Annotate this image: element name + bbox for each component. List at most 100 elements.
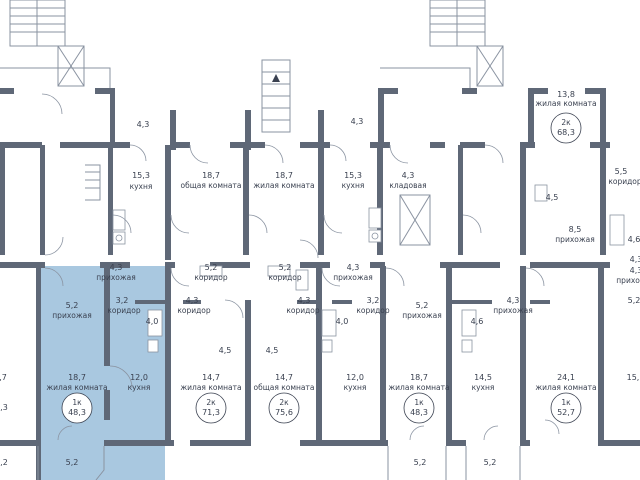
room-area-label: 4,6 xyxy=(628,235,640,244)
room-name-label: коридор xyxy=(608,177,640,186)
room-area-label: 24,1 xyxy=(557,373,575,382)
apartment-total: 48,3 xyxy=(410,408,428,417)
room-area-label: 15,3 xyxy=(132,171,150,180)
room-area-label: 18,7 xyxy=(68,373,86,382)
balcony-area-label: 5,2 xyxy=(414,458,427,467)
balcony-area-label: 5,2 xyxy=(484,458,497,467)
room-area-label: 5,2 xyxy=(66,301,79,310)
balcony-area-label: ,2 xyxy=(0,458,8,467)
apartment-badge[interactable]: 1к 52,7 xyxy=(550,392,582,424)
room-name-label: жилая комната xyxy=(388,383,449,392)
room-name-label: коридор xyxy=(177,306,211,315)
room-name-label: коридор xyxy=(286,306,320,315)
room-name-label: кухня xyxy=(472,383,495,392)
room-area-label: 4,5 xyxy=(219,346,232,355)
room-name-label: прихожая xyxy=(333,273,372,282)
apartment-total: 68,3 xyxy=(557,128,575,137)
room-area-label: 5,2 xyxy=(279,263,292,272)
room-name-label: жилая комната xyxy=(535,383,596,392)
fixtures xyxy=(112,184,625,353)
apartment-type: 2к xyxy=(561,118,571,127)
room-area-label: 18,7 xyxy=(275,171,293,180)
room-area-label: ,7 xyxy=(0,373,7,382)
doors xyxy=(41,93,560,441)
room-area-label: 12,0 xyxy=(130,373,148,382)
room-area-label: 5,5 xyxy=(615,167,628,176)
room-name-label: прихожая xyxy=(52,311,91,320)
room-area-label: 4,3 xyxy=(507,296,520,305)
apartment-total: 52,7 xyxy=(557,408,575,417)
walls xyxy=(0,88,640,480)
room-area-label: 3,2 xyxy=(116,296,129,305)
balcony-area-label: 5,2 xyxy=(66,458,79,467)
room-area-label: 14,7 xyxy=(275,373,293,382)
room-name-label: кладовая xyxy=(389,181,426,190)
room-area-label: 4,5 xyxy=(266,346,279,355)
apartment-total: 48,3 xyxy=(68,408,86,417)
apartment-total: 75,6 xyxy=(275,408,293,417)
apartment-badges: 1к 48,3 2к 71,3 2к 75,6 1к 48,3 1к 52,7 … xyxy=(61,112,582,424)
room-area-label: 5,2 xyxy=(205,263,218,272)
apartment-total: 71,3 xyxy=(202,408,220,417)
room-area-label: 4,0 xyxy=(146,317,159,326)
apartment-badge[interactable]: 2к 71,3 xyxy=(195,392,227,424)
room-area-label: 4,3 xyxy=(402,171,415,180)
room-name-label: коридор xyxy=(194,273,228,282)
room-name-label: коридор xyxy=(107,306,141,315)
apartment-badge[interactable]: 2к 75,6 xyxy=(268,392,300,424)
upper-outlines xyxy=(0,67,471,246)
room-name-label: кухня xyxy=(130,182,153,191)
apartment-badge[interactable]: 2к 68,3 xyxy=(550,112,582,144)
room-name-label: прихожая xyxy=(493,306,532,315)
room-name-label: прихожая xyxy=(555,235,594,244)
room-area-label: 4,0 xyxy=(336,317,349,326)
apartment-type: 1к xyxy=(72,398,82,407)
balconies xyxy=(37,446,521,480)
room-area-label: 15,3 xyxy=(344,171,362,180)
room-name-label: жилая комната xyxy=(180,383,241,392)
partial-name-label: прихожая xyxy=(616,276,640,285)
room-labels: 4,3 15,3 кухня 18,7 общая комната 18,7 ж… xyxy=(0,90,640,467)
room-area-label: 4,3 xyxy=(137,120,150,129)
room-name-label: общая комната xyxy=(253,383,314,392)
apartment-type: 1к xyxy=(414,398,424,407)
room-area-label: 18,7 xyxy=(202,171,220,180)
room-area-label: 4,3 xyxy=(186,296,199,305)
apartment-badge[interactable]: 1к 48,3 xyxy=(61,392,93,424)
room-area-label: 4,3 xyxy=(347,263,360,272)
room-area-label: 14,7 xyxy=(202,373,220,382)
apartment-type: 1к xyxy=(561,398,571,407)
room-area-label: 4,3 xyxy=(110,263,123,272)
room-area-label: 8,5 xyxy=(569,225,582,234)
room-name-label: кухня xyxy=(128,383,151,392)
room-name-label: жилая комната xyxy=(253,181,314,190)
room-name-label: коридор xyxy=(268,273,302,282)
staircase-center xyxy=(261,59,291,133)
room-area-label: 15, xyxy=(627,373,640,382)
room-area-label: 5,2 xyxy=(416,301,429,310)
staircase-left xyxy=(9,0,85,87)
room-area-label: 18,7 xyxy=(410,373,428,382)
apartment-type: 2к xyxy=(206,398,216,407)
room-area-label: 4,3 xyxy=(351,117,364,126)
room-area-label: 4,3 xyxy=(630,266,640,275)
room-area-label: 5,2 xyxy=(628,296,640,305)
partial-area-label: ,3 xyxy=(0,403,8,412)
room-name-label: общая комната xyxy=(180,181,241,190)
room-area-label: 3,2 xyxy=(367,296,380,305)
apartment-badge[interactable]: 1к 48,3 xyxy=(403,392,435,424)
room-name-label: жилая комната xyxy=(535,99,596,108)
room-name-label: кухня xyxy=(342,181,365,190)
apartment-type: 2к xyxy=(279,398,289,407)
room-area-label: 14,5 xyxy=(474,373,492,382)
room-area-label: 4,3 xyxy=(298,296,311,305)
room-name-label: жилая комната xyxy=(46,383,107,392)
room-area-label: 4,5 xyxy=(546,193,559,202)
room-area-label: 4,6 xyxy=(471,317,484,326)
room-name-label: коридор xyxy=(356,306,390,315)
staircase-right xyxy=(429,0,504,87)
partial-area-label: 4,3 xyxy=(630,255,640,264)
room-area-label: 13,8 xyxy=(557,90,575,99)
room-name-label: кухня xyxy=(344,383,367,392)
